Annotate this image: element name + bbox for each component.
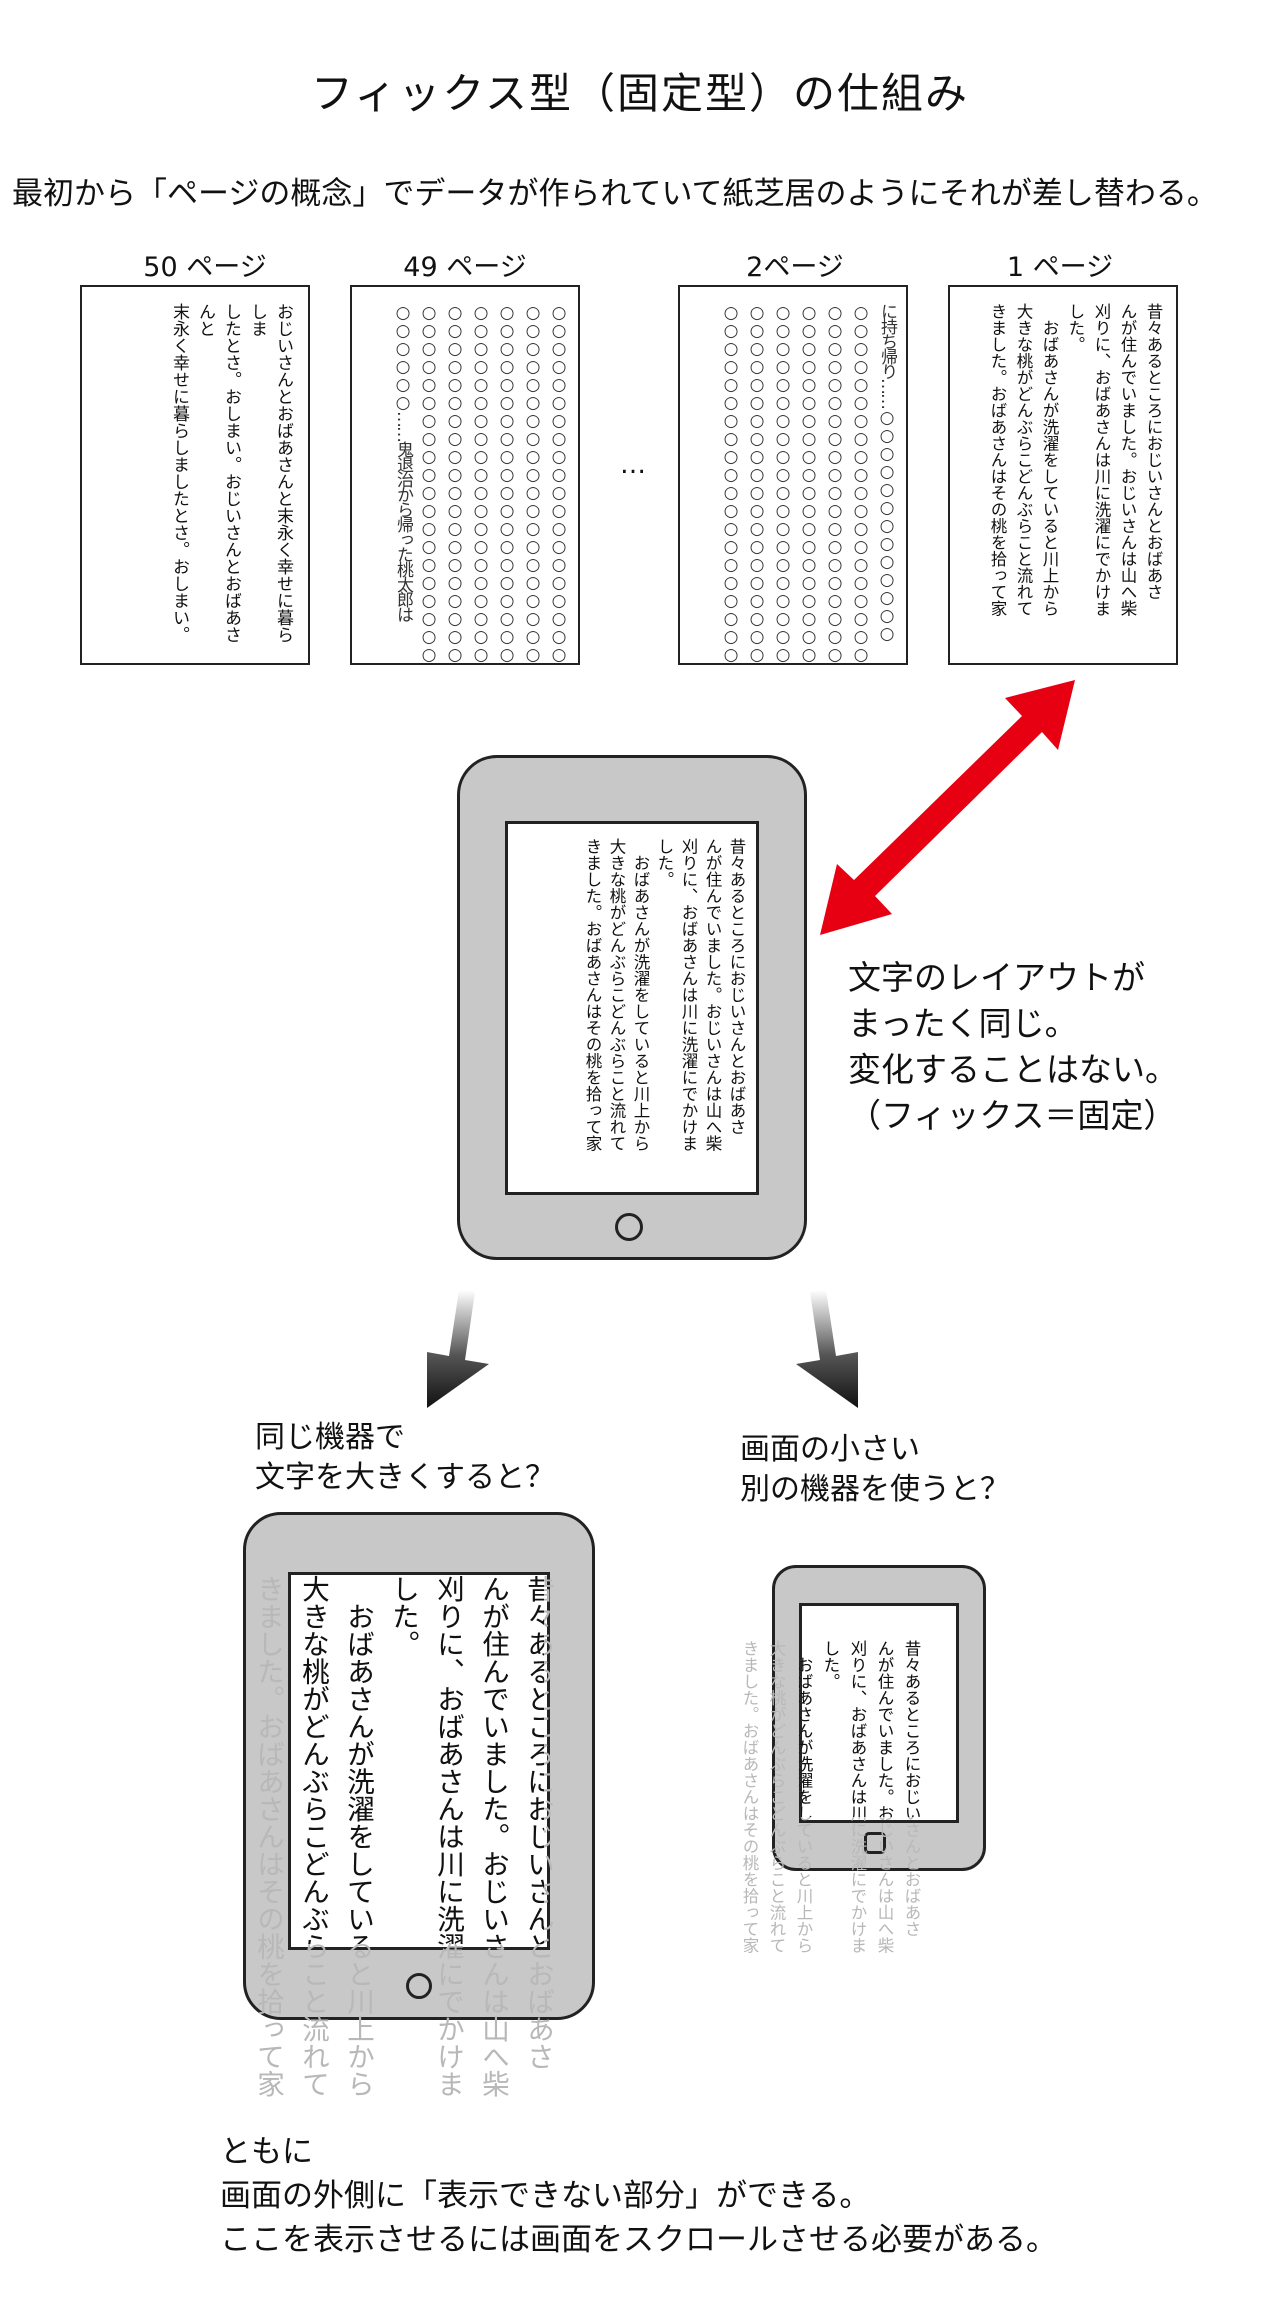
large-text-home-button xyxy=(406,1973,432,1999)
page-1-text: 昔々あるところにおじいさんとおばあさ んが住んでいました。おじいさんは山へ柴 刈… xyxy=(988,303,1163,617)
large-text-visible-window: 昔々あるところにおじいさんとおばあさ んが住んでいました。おじいさんは山へ柴 刈… xyxy=(288,1572,544,1944)
tablet-story-text: 昔々あるところにおじいさんとおばあさ んが住んでいました。おじいさんは山へ柴 刈… xyxy=(583,838,746,1152)
small-screen-screen xyxy=(799,1603,959,1823)
diagram-title: フィックス型（固定型）の仕組み xyxy=(311,69,969,118)
page-50-text: おじいさんとおばあさんと末永く幸せに暮らしま したとさ。おしまい。おじいさんとお… xyxy=(169,303,293,643)
large-text-device xyxy=(243,1512,595,2020)
conclusion-text: ともに 画面の外側に「表示できない部分」ができる。 ここを表示させるには画面をス… xyxy=(220,2134,1057,2258)
page-49-text: ○○○○○○○○○○○○○○○○○○○○○○○○ ○○○○○○○○○○○○○○○… xyxy=(393,303,569,665)
tablet-device: 昔々あるところにおじいさんとおばあさ んが住んでいました。おじいさんは山へ柴 刈… xyxy=(457,755,807,1260)
page-50-label: 50 ページ xyxy=(143,252,267,283)
down-right-arrow-icon xyxy=(796,1290,858,1408)
small-screen-home-button xyxy=(864,1832,886,1854)
large-text-visible: 昔々あるところにおじいさんとおばあさ んが住んでいました。おじいさんは山へ柴 刈… xyxy=(297,1575,544,1944)
page-49: ○○○○○○○○○○○○○○○○○○○○○○○○ ○○○○○○○○○○○○○○○… xyxy=(350,285,580,665)
small-screen-visible-window: 昔々あるところにおじいさんとおばあさ んが住んでいました。おじいさんは山へ柴 刈… xyxy=(799,1603,953,1817)
page-1: 昔々あるところにおじいさんとおばあさ んが住んでいました。おじいさんは山へ柴 刈… xyxy=(948,285,1178,665)
case-small-screen-caption: 画面の小さい 別の機器を使うと？ xyxy=(740,1432,1010,1507)
down-left-arrow-icon xyxy=(427,1290,489,1408)
page-1-label: 1 ページ xyxy=(1006,252,1114,283)
page-2-label: 2ページ xyxy=(746,252,844,283)
case-large-text-caption: 同じ機器で 文字を大きくすると？ xyxy=(255,1420,555,1495)
small-screen-visible: 昔々あるところにおじいさんとおばあさ んが住んでいました。おじいさんは山へ柴 刈… xyxy=(799,1640,921,1817)
fixed-caption: 文字のレイアウトが まったく同じ。 変化することはない。 （フィックス＝固定） xyxy=(848,958,1178,1135)
pages-ellipsis: … xyxy=(620,450,646,480)
page-2-text: に持ち帰り……○○○○○○○○○○○○○ ○○○○○○○○○○○○○○○○○○○… xyxy=(721,303,897,665)
small-screen-device xyxy=(772,1565,986,1871)
large-text-screen xyxy=(288,1572,550,1950)
small-screen-overflow: 昔々あるところにおじいさんとおばあさ んが住んでいました。おじいさんは山へ柴 刈… xyxy=(740,1640,921,1954)
tablet-screen: 昔々あるところにおじいさんとおばあさ んが住んでいました。おじいさんは山へ柴 刈… xyxy=(505,821,759,1195)
double-arrow-icon xyxy=(820,680,1075,935)
page-49-label: 49 ページ xyxy=(403,252,527,283)
page-50: おじいさんとおばあさんと末永く幸せに暮らしま したとさ。おしまい。おじいさんとお… xyxy=(80,285,310,665)
large-text-overflow: 昔々あるところにおじいさんとおばあさ んが住んでいました。おじいさんは山へ柴 刈… xyxy=(252,1575,554,2098)
arrow-shape xyxy=(820,680,1075,935)
home-button xyxy=(615,1213,643,1241)
diagram-subtitle: 最初から「ページの概念」でデータが作られていて紙芝居のようにそれが差し替わる。 xyxy=(12,176,1218,212)
page-2: に持ち帰り……○○○○○○○○○○○○○ ○○○○○○○○○○○○○○○○○○○… xyxy=(678,285,908,665)
